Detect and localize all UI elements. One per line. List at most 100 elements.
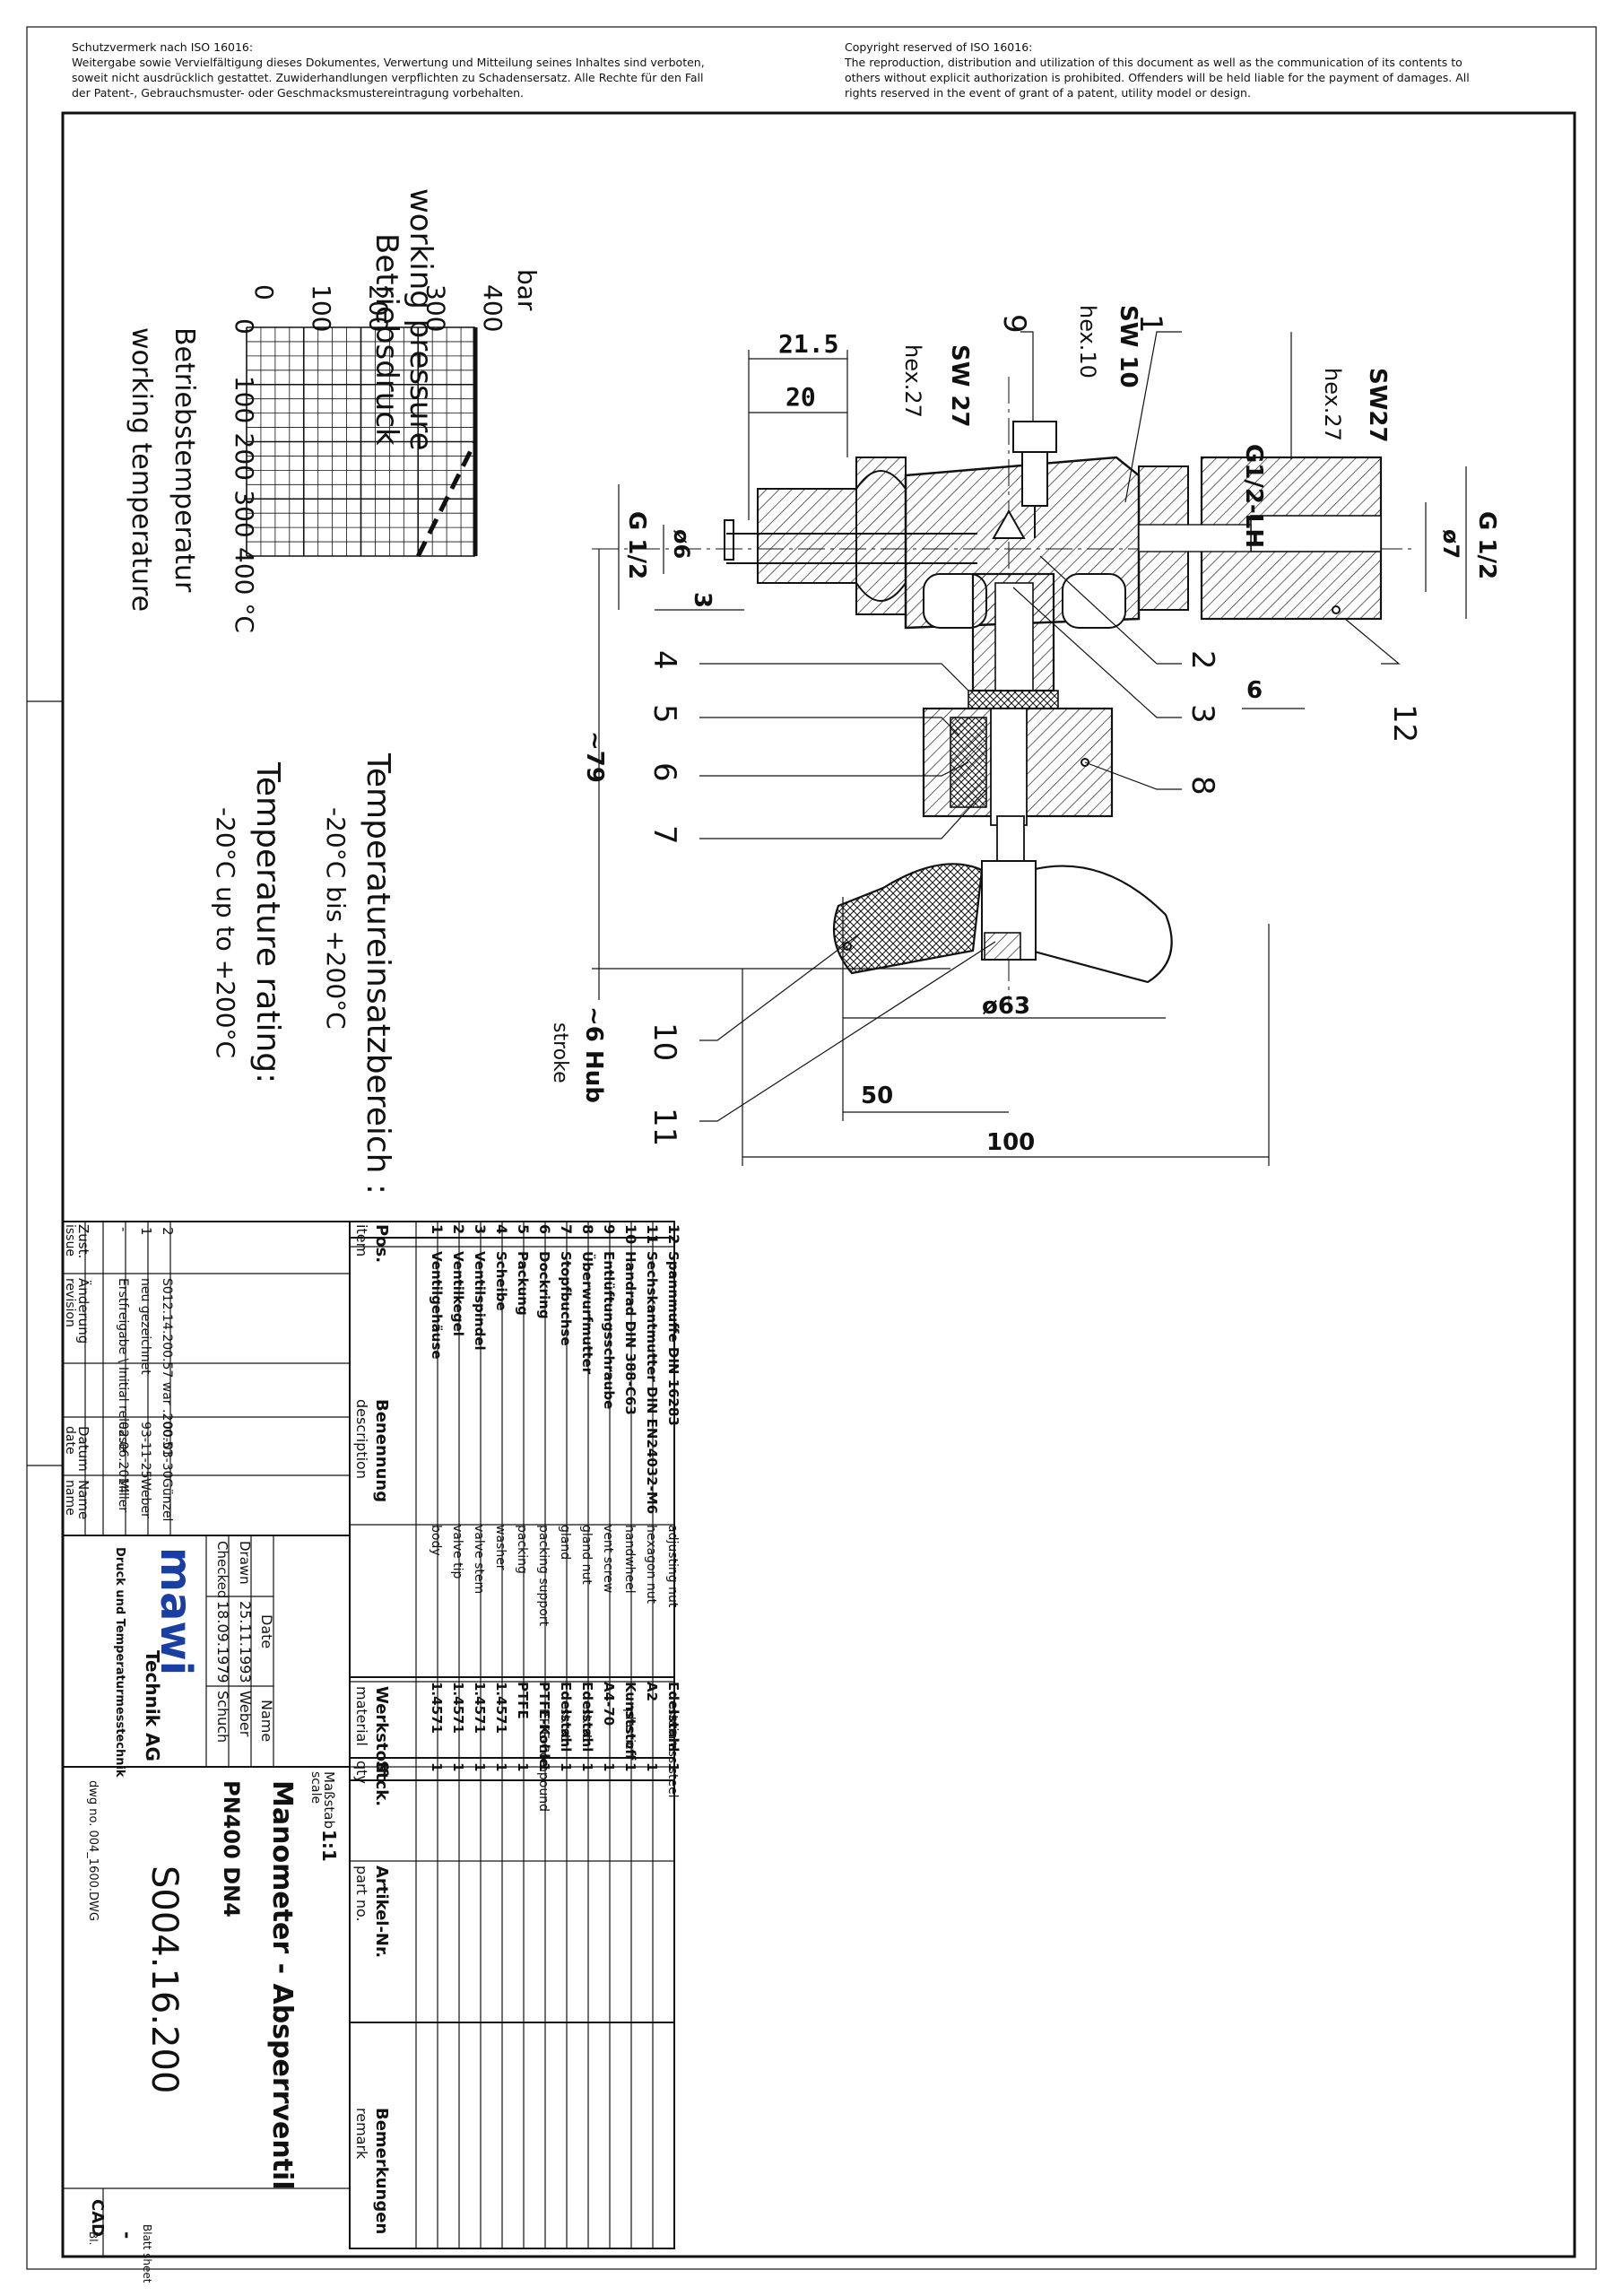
y-tick-label: 400: [478, 284, 508, 332]
drawing-subtitle: PN400 DN4: [219, 1780, 244, 1918]
drawing-title: Manometer - Absperrventil: [266, 1780, 298, 2190]
rev-header-zust: Zust.: [75, 1224, 91, 1258]
drawn-date: 25.11.1993: [237, 1601, 254, 1683]
row-name: Sechskantmutter DIN EN24032-M6: [644, 1251, 660, 1514]
balloon-2: 2: [1185, 650, 1220, 670]
dim-g12-left: G 1/2: [623, 511, 650, 579]
balloon-9: 9: [996, 314, 1032, 334]
col-pos-en: item: [353, 1224, 370, 1257]
row-name-en: valve stem: [472, 1525, 486, 1594]
row-pos: 6: [536, 1224, 553, 1234]
balloon-1: 1: [1133, 314, 1168, 334]
notice-en-title: Copyright reserved of ISO 16016:: [845, 40, 1033, 54]
drawing-frame: [61, 111, 1576, 2258]
row-material: A4-70: [601, 1682, 617, 1726]
dim-phi63: ø63: [982, 993, 1030, 1020]
chart-grid: [246, 326, 476, 557]
row-name-en: body: [429, 1525, 443, 1556]
chart-unit: bar: [512, 269, 542, 311]
rev-issue: -: [116, 1227, 132, 1231]
copyright-notice-de: Schutzvermerk nach ISO 16016: Weitergabe…: [72, 39, 843, 100]
chart-title-en: working pressure: [403, 188, 438, 451]
row-name-en: valve tip: [450, 1525, 464, 1578]
row-material: Edelstahl: [579, 1682, 595, 1752]
rev-issue: 2: [160, 1227, 176, 1236]
dwg-file: dwg no. 004_1600.DWG: [86, 1780, 100, 1921]
row-pos: 12: [665, 1224, 682, 1244]
col-part-no: Artikel-Nr.: [372, 1866, 391, 1958]
dim-hub: ~6 Hub: [580, 1006, 607, 1103]
row-name: Stopfbuchse: [558, 1251, 574, 1346]
dim-3: 3: [689, 592, 716, 608]
copyright-notice-en: Copyright reserved of ISO 16016: The rep…: [845, 39, 1598, 100]
y-tick-label: 100: [307, 284, 336, 332]
sheet-outer-border: [26, 26, 1597, 2270]
dim-g12-right: G 1/2: [1473, 511, 1500, 579]
col-qty: Stck.: [372, 1761, 391, 1806]
row-material-en: st. st.: [579, 1709, 594, 1744]
scale-value: 1:1: [318, 1830, 340, 1862]
rev-text: S012.14.200.57 war .200.51: [160, 1278, 174, 1457]
dim-21-5: 21.5: [778, 329, 838, 359]
row-material-en: PTFE-Compound: [536, 1709, 551, 1812]
row-name: Ventilgehäuse: [429, 1251, 445, 1360]
col-name-en: description: [353, 1399, 370, 1479]
balloon-8: 8: [1185, 776, 1220, 796]
scale-label-en: scale: [308, 1771, 323, 1804]
col-qty-en: qty: [353, 1761, 370, 1784]
row-name: Scheibe: [493, 1251, 509, 1311]
notice-de-title: Schutzvermerk nach ISO 16016:: [72, 40, 254, 54]
company-logo: mawi: [151, 1547, 201, 1675]
row-pos: 11: [644, 1224, 661, 1244]
col-part-no-en: part no.: [353, 1866, 370, 1922]
row-pos: 4: [493, 1224, 510, 1234]
balloon-6: 6: [647, 762, 682, 782]
rev-date: 00-03-30: [160, 1422, 174, 1479]
y-tick-label: 0: [249, 284, 279, 300]
row-name-en: packing support: [536, 1525, 551, 1627]
name-label: Name: [258, 1700, 275, 1742]
drawn-name: Weber: [237, 1691, 254, 1737]
notice-de-line: soweit nicht ausdrücklich gestattet. Zuw…: [72, 71, 704, 84]
temp-range-de-value: -20°C bis +200°C: [321, 807, 351, 1030]
row-material: PTFE: [515, 1682, 531, 1719]
rev-date: 93-11-25: [138, 1422, 152, 1479]
row-name: Handrad DIN 388-C63: [622, 1251, 638, 1415]
sheet-label: Blatt sheet: [141, 2224, 153, 2283]
dim-6: 6: [1246, 677, 1263, 704]
x-tick-label: 200: [230, 433, 259, 481]
checked-date: 18.09.1979: [214, 1601, 231, 1683]
valve-section-drawing: 21.5 20 SW 27 hex.27 SW 10 hex.10 SW27 h…: [549, 305, 1500, 1166]
rev-name: Günzel: [160, 1478, 174, 1521]
y-tick-label: 300: [421, 284, 450, 332]
notice-en-line: others without explicit authorization is…: [845, 71, 1470, 84]
sheet-short: Bl.: [87, 2231, 100, 2245]
cad-mark: CAD: [88, 2199, 107, 2237]
rev-date: 02.06.2014: [116, 1422, 130, 1493]
rev-header-change-en: revision: [63, 1278, 77, 1327]
dim-stroke: stroke: [549, 1022, 571, 1083]
rev-text: neu gezeichnet: [138, 1278, 152, 1375]
row-pos: 7: [558, 1224, 575, 1234]
dim-20: 20: [785, 382, 816, 412]
col-remark: Bemerkungen: [372, 2108, 391, 2234]
row-name-en: gland: [558, 1525, 572, 1560]
x-tick-label: 300: [230, 490, 259, 537]
checked-label: Checked: [214, 1541, 230, 1598]
dim-sw27-left: SW 27: [946, 344, 973, 428]
row-material-en: stainless steel: [665, 1709, 680, 1798]
sheet-value: -: [117, 2231, 138, 2239]
dim-79: ~79: [581, 731, 608, 783]
company-suffix: Technik AG: [142, 1650, 163, 1761]
row-name-en: gland nut: [579, 1525, 594, 1585]
row-name-en: handwheel: [622, 1525, 637, 1594]
dim-phi6: ø6: [669, 529, 694, 559]
company-sub: Druck und Temperaturmesstechnik: [113, 1547, 126, 1778]
row-material-en: st. st.: [558, 1709, 572, 1744]
row-name-en: vent screw: [601, 1525, 615, 1593]
row-name: Überwurfmutter: [579, 1251, 596, 1375]
row-material: 1.4571: [429, 1682, 445, 1734]
